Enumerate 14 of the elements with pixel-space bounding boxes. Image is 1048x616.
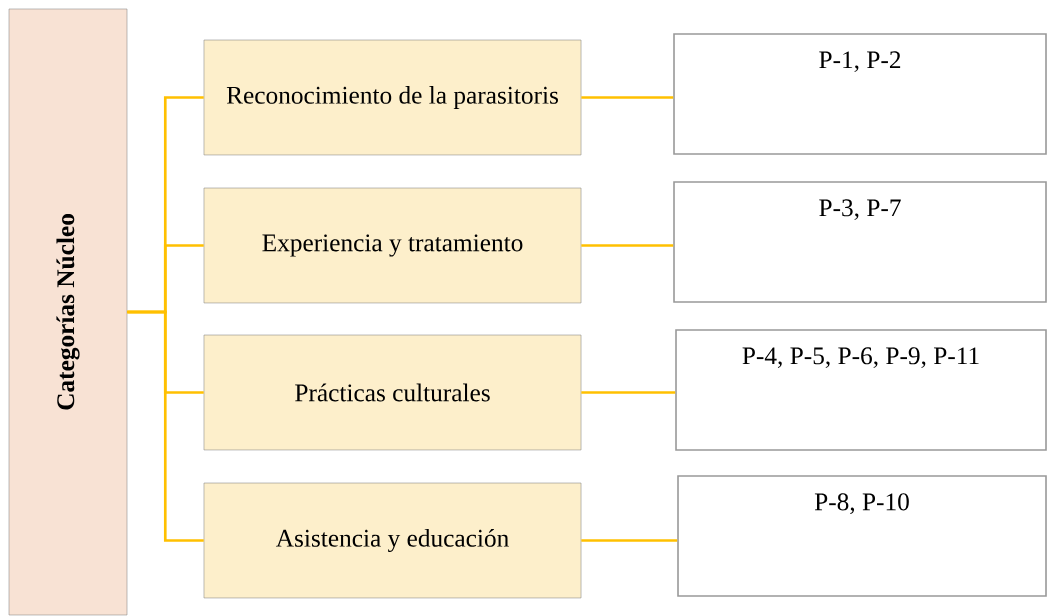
category-box: Asistencia y educación: [203, 482, 582, 599]
result-box: P-1, P-2: [673, 33, 1047, 155]
connector-line: [127, 310, 204, 542]
category-box: Reconocimiento de la parasitoris: [203, 39, 582, 156]
category-box: Categorías Núcleo: [8, 8, 128, 616]
category-box: Prácticas culturales: [203, 334, 582, 451]
connector-line: [581, 539, 678, 542]
connector-line: [581, 391, 676, 394]
connector-line: [581, 244, 674, 247]
result-box: P-4, P-5, P-6, P-9, P-11: [675, 329, 1047, 451]
category-box: Experiencia y tratamiento: [203, 187, 582, 304]
result-box: P-8, P-10: [677, 475, 1047, 597]
result-box: P-3, P-7: [673, 181, 1047, 303]
connector-line: [581, 96, 674, 99]
